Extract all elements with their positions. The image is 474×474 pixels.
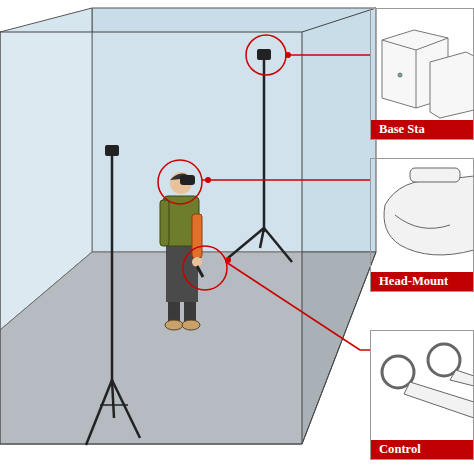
controller-sketch <box>382 344 474 418</box>
leader <box>158 35 370 350</box>
leader-dot <box>205 52 291 263</box>
label-bar: Head-Mount <box>371 272 473 291</box>
front-frame <box>0 32 302 444</box>
tripod <box>228 60 292 262</box>
callout-panel: Control <box>370 330 474 460</box>
room-edge <box>302 252 376 444</box>
room-edge <box>302 8 376 32</box>
label-bar: Control <box>371 440 473 459</box>
callout-label: Control <box>371 440 473 459</box>
base-station <box>257 49 271 60</box>
callout-panel: Head-Mount <box>370 158 474 292</box>
headset-sketch <box>384 168 474 255</box>
callout-label: Head-Mount <box>371 272 473 291</box>
tripod <box>86 155 140 445</box>
label-bar: Base Sta <box>371 120 473 139</box>
callout-label: Base Sta <box>371 120 473 139</box>
callout-panel: Base Sta <box>370 8 474 140</box>
base-station-sketch <box>382 30 474 118</box>
base-station <box>105 145 119 156</box>
